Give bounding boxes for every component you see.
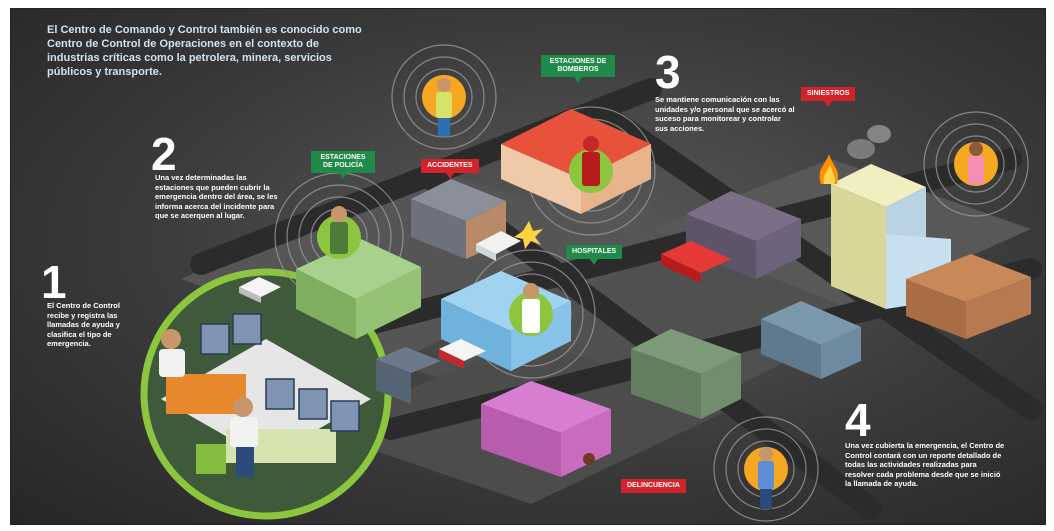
police-officer-icon bbox=[330, 206, 348, 254]
police-car-icon bbox=[239, 277, 281, 303]
monitors bbox=[200, 313, 360, 432]
phone-caller-woman-icon bbox=[954, 142, 998, 186]
fire-station bbox=[501, 109, 651, 214]
ambulance-hospital-icon bbox=[439, 339, 486, 369]
operator-icon bbox=[159, 329, 258, 477]
police-station bbox=[296, 206, 421, 339]
step-2-number: 2 bbox=[151, 128, 177, 180]
label-accidents: ACCIDENTES bbox=[421, 159, 479, 179]
phone-caller-icon bbox=[422, 75, 466, 136]
fire-icon bbox=[819, 125, 891, 184]
label-fire-stations: ESTACIONES DE BOMBEROS bbox=[541, 55, 615, 83]
step-2-text: Una vez determinadas las estaciones que … bbox=[155, 173, 278, 220]
city-scene bbox=[140, 44, 1042, 522]
intro-text: El Centro de Comando y Control también e… bbox=[47, 24, 362, 78]
label-disasters: SINIESTROS bbox=[801, 87, 856, 107]
firefighter-icon bbox=[582, 136, 600, 186]
fire-truck-icon bbox=[661, 241, 731, 283]
step-1-text: El Centro de Control recibe y registra l… bbox=[47, 301, 120, 348]
step-3-text: Se mantiene comunicación con las unidade… bbox=[655, 95, 795, 133]
label-hospitals: HOSPITALES bbox=[566, 245, 623, 265]
grey-building bbox=[376, 347, 441, 404]
crash-burst-icon bbox=[514, 221, 543, 249]
label-crime: DELINCUENCIA bbox=[621, 479, 686, 493]
doctor-icon bbox=[522, 283, 540, 333]
blue-building bbox=[761, 301, 861, 379]
ambulance-icon bbox=[476, 231, 521, 261]
step-3-number: 3 bbox=[655, 46, 681, 98]
warehouse-building bbox=[686, 191, 801, 279]
step-4-text: Una vez cubierta la emergencia, el Centr… bbox=[845, 441, 1005, 488]
pink-building bbox=[481, 381, 611, 477]
green-building bbox=[631, 329, 741, 419]
step-4-number: 4 bbox=[845, 394, 871, 446]
infographic-frame: El Centro de Comando y Control también e… bbox=[10, 8, 1046, 525]
step-1-number: 1 bbox=[41, 256, 67, 308]
label-police-stations: ESTACIONES DE POLICÍA bbox=[311, 151, 375, 179]
phone-caller-report-icon bbox=[744, 447, 788, 509]
house-building bbox=[906, 254, 1031, 339]
hospital-building bbox=[441, 271, 571, 371]
